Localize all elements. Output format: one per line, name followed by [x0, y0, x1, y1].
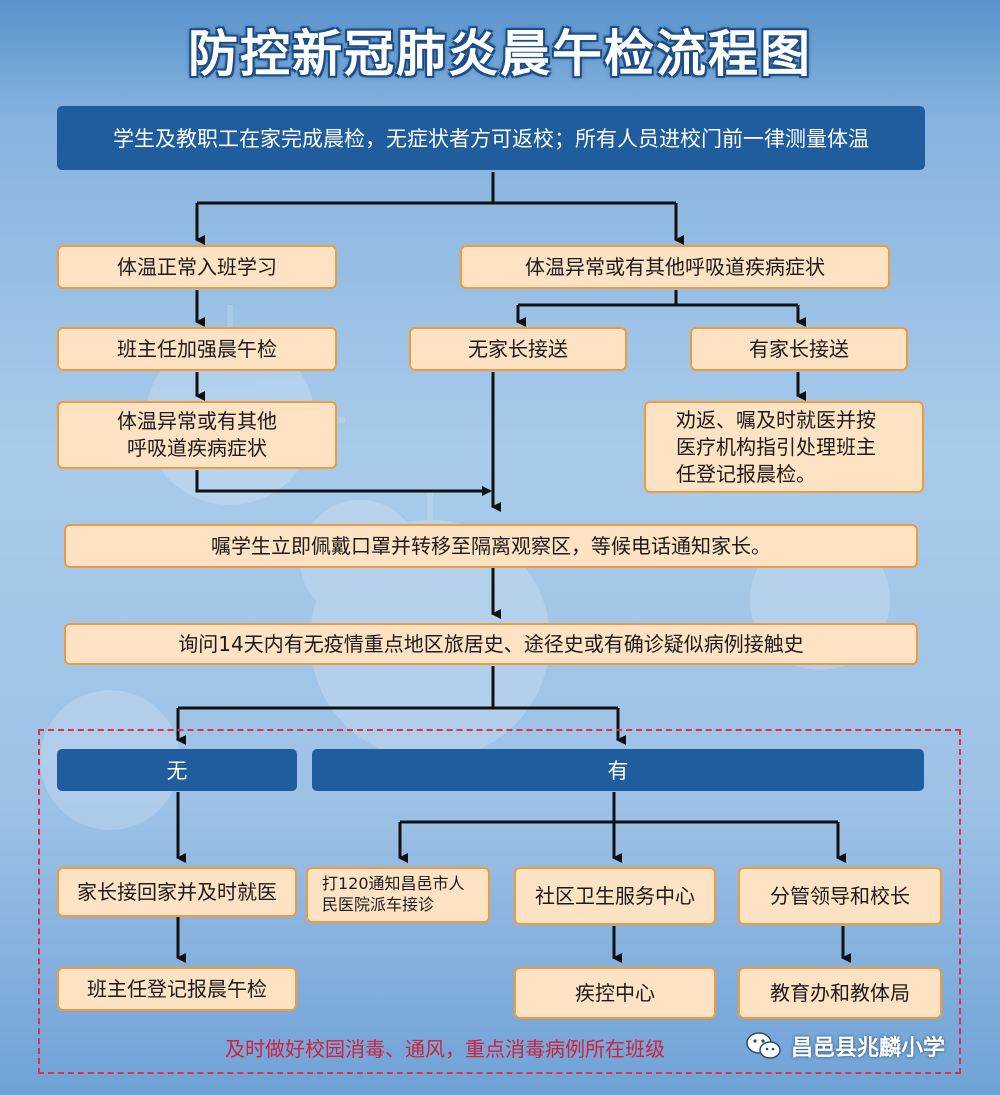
- cdc-box: 疾控中心: [514, 967, 716, 1019]
- page-title: 防控新冠肺炎晨午检流程图: [188, 25, 812, 83]
- yes-label-text: 有: [607, 759, 629, 783]
- normal-temp-text: 体温正常入班学习: [117, 254, 277, 279]
- persuade-box: 劝返、嘱及时就医并按 医疗机构指引处理班主 任登记报晨检。: [644, 401, 924, 493]
- bureau-text: 教育办和教体局: [770, 980, 910, 1005]
- right-abnormal-box: 体温异常或有其他呼吸道疾病症状: [460, 245, 890, 289]
- wechat-icon: [746, 1032, 781, 1059]
- intro-text: 学生及教职工在家完成晨检，无症状者方可返校；所有人员进校门前一律测量体温: [113, 127, 869, 151]
- teacher-check-box: 班主任加强晨午检: [57, 327, 337, 371]
- cdc-text: 疾控中心: [575, 980, 655, 1005]
- report-text: 班主任登记报晨午检: [87, 976, 267, 1001]
- call120-text: 打120通知昌邑市人 民医院派车接诊: [322, 874, 465, 914]
- community-box: 社区卫生服务中心: [514, 867, 716, 925]
- bureau-box: 教育办和教体局: [738, 967, 942, 1019]
- teacher-check-text: 班主任加强晨午检: [117, 336, 277, 361]
- no-parent-box: 无家长接送: [409, 327, 627, 371]
- left-abnormal-box: 体温异常或有其他 呼吸道疾病症状: [57, 401, 337, 469]
- left-abnormal-text: 体温异常或有其他 呼吸道疾病症状: [117, 409, 277, 460]
- leader-box: 分管领导和校长: [738, 867, 942, 925]
- pickup-box: 家长接回家并及时就医: [57, 867, 297, 917]
- report-box: 班主任登记报晨午检: [57, 967, 297, 1011]
- footer-text: 昌邑县兆麟小学: [791, 1036, 946, 1061]
- isolate-text: 嘱学生立即佩戴口罩并转移至隔离观察区，等候电话通知家长。: [211, 533, 771, 558]
- inquire-box: 询问14天内有无疫情重点地区旅居史、途径史或有确诊疑似病例接触史: [64, 623, 918, 665]
- no-label-text: 无: [166, 759, 188, 783]
- persuade-text: 劝返、嘱及时就医并按 医疗机构指引处理班主 任登记报晨检。: [676, 407, 876, 486]
- inquire-text: 询问14天内有无疫情重点地区旅居史、途径史或有确诊疑似病例接触史: [178, 631, 804, 656]
- community-text: 社区卫生服务中心: [535, 883, 695, 908]
- pickup-text: 家长接回家并及时就医: [77, 879, 277, 904]
- isolate-box: 嘱学生立即佩戴口罩并转移至隔离观察区，等候电话通知家长。: [64, 524, 918, 568]
- has-parent-text: 有家长接送: [749, 336, 849, 361]
- normal-temp-box: 体温正常入班学习: [57, 245, 337, 289]
- call120-box: 打120通知昌邑市人 民医院派车接诊: [306, 867, 490, 923]
- intro-box: 学生及教职工在家完成晨检，无症状者方可返校；所有人员进校门前一律测量体温: [57, 106, 925, 170]
- right-abnormal-text: 体温异常或有其他呼吸道疾病症状: [525, 254, 825, 279]
- footer-watermark: 昌邑县兆麟小学: [745, 1030, 945, 1062]
- has-parent-box: 有家长接送: [690, 327, 908, 371]
- disinfection-note: 及时做好校园消毒、通风，重点消毒病例所在班级: [225, 1037, 665, 1061]
- leader-text: 分管领导和校长: [770, 883, 910, 908]
- contact-history-region: [38, 729, 961, 1074]
- no-parent-text: 无家长接送: [468, 336, 568, 361]
- yes-label-bar: 有: [312, 749, 924, 791]
- no-label-bar: 无: [57, 749, 297, 791]
